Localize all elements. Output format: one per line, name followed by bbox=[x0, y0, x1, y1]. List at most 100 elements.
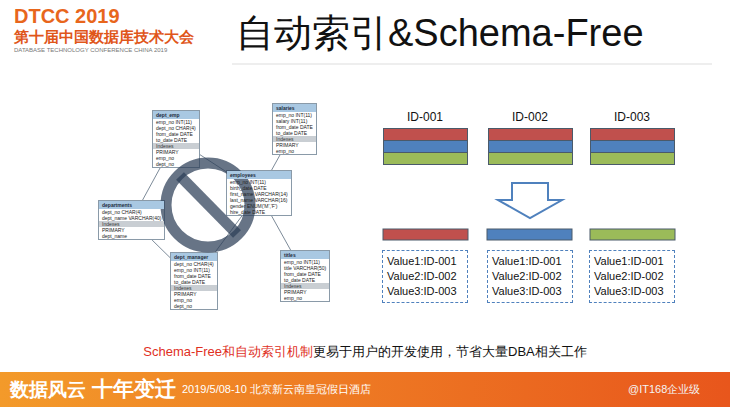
green-bar bbox=[590, 229, 675, 240]
index-heading: Indexes bbox=[273, 136, 316, 142]
table-field: PRIMARY bbox=[281, 289, 329, 295]
index-heading: Indexes bbox=[281, 283, 329, 289]
table-field: last_name VARCHAR(16) bbox=[227, 197, 291, 203]
table-field: first_name VARCHAR(14) bbox=[227, 191, 291, 197]
blue-bar bbox=[487, 229, 572, 240]
field-band bbox=[383, 153, 468, 165]
table-field: emp_no INT(11) bbox=[227, 179, 291, 185]
record-id: ID-002 bbox=[488, 110, 573, 125]
table-field: emp_no INT(11) bbox=[281, 259, 329, 265]
table-field: gender ENUM('M','F') bbox=[227, 203, 291, 209]
watermark: @IT168企业级 bbox=[628, 383, 700, 396]
table-field: dept_no bbox=[153, 161, 199, 167]
record-id: ID-001 bbox=[383, 110, 468, 125]
footer-slogan: 数据风云 bbox=[10, 378, 86, 401]
table-field: emp_no bbox=[281, 295, 329, 301]
index-heading: Indexes bbox=[171, 285, 217, 291]
index-entry: Value1:ID-001 bbox=[387, 254, 463, 269]
table-name: departments bbox=[99, 201, 164, 209]
table-field: emp_no bbox=[273, 148, 316, 154]
index-entry: Value1:ID-001 bbox=[594, 254, 670, 269]
index-heading: Indexes bbox=[153, 143, 199, 149]
table-name: dept_manager bbox=[171, 253, 217, 261]
er-table: departmentsdept_no CHAR(4)dept_name VARC… bbox=[98, 200, 165, 240]
table-field: emp_no INT(11) bbox=[273, 112, 316, 118]
table-field: birth_date DATE bbox=[227, 185, 291, 191]
er-table: titlesemp_no INT(11)title VARCHAR(50)fro… bbox=[280, 250, 330, 302]
table-field: from_date DATE bbox=[153, 131, 199, 137]
er-table: employeesemp_no INT(11)birth_date DATEfi… bbox=[226, 170, 292, 216]
conference-name: 第十届中国数据库技术大会 bbox=[14, 28, 194, 46]
table-field: dept_name bbox=[99, 233, 164, 239]
prohibition-ring bbox=[166, 163, 250, 247]
table-field: emp_no INT(11) bbox=[153, 119, 199, 125]
table-field: hire_date DATE bbox=[227, 209, 291, 215]
table-field: from_date DATE bbox=[273, 124, 316, 130]
relation-line bbox=[200, 155, 226, 172]
table-field: title VARCHAR(50) bbox=[281, 265, 329, 271]
table-field: dept_no CHAR(4) bbox=[153, 125, 199, 131]
relation-line bbox=[272, 216, 291, 250]
index-entry: Value3:ID-003 bbox=[594, 284, 670, 299]
er-table: dept_managerdept_no CHAR(4)emp_no INT(11… bbox=[170, 252, 218, 310]
caption-text: 更易于用户的开发使用，节省大量DBA相关工作 bbox=[313, 344, 587, 359]
block-arrow bbox=[498, 183, 562, 218]
field-band bbox=[383, 128, 468, 141]
index-entry: Value3:ID-003 bbox=[387, 284, 463, 299]
red-bar bbox=[383, 229, 468, 240]
table-field: emp_no bbox=[153, 155, 199, 161]
er-table: salariesemp_no INT(11)salary INT(11)from… bbox=[272, 103, 317, 155]
table-field: dept_no bbox=[171, 303, 217, 309]
record-id: ID-003 bbox=[590, 110, 675, 125]
field-band bbox=[488, 141, 573, 153]
field-band bbox=[590, 153, 675, 165]
table-field: from_date DATE bbox=[171, 273, 217, 279]
index-box: Value1:ID-001Value2:ID-002Value3:ID-003 bbox=[589, 250, 675, 303]
table-name: salaries bbox=[273, 104, 316, 112]
table-field: dept_no CHAR(4) bbox=[171, 261, 217, 267]
caption-highlight: Schema-Free和自动索引机制 bbox=[143, 344, 313, 359]
table-field: PRIMARY bbox=[153, 149, 199, 155]
field-band bbox=[383, 141, 468, 153]
relation-line bbox=[215, 216, 242, 252]
table-field: PRIMARY bbox=[99, 227, 164, 233]
field-band bbox=[488, 153, 573, 165]
table-field: salary INT(11) bbox=[273, 118, 316, 124]
caption-line: Schema-Free和自动索引机制更易于用户的开发使用，节省大量DBA相关工作 bbox=[0, 344, 730, 360]
footer-slogan: 十年变迁 bbox=[92, 376, 176, 401]
index-box: Value1:ID-001Value2:ID-002Value3:ID-003 bbox=[382, 250, 468, 303]
relation-line bbox=[143, 168, 160, 200]
title-rule bbox=[232, 64, 712, 65]
table-field: from_date DATE bbox=[281, 271, 329, 277]
record-stack: ID-002 bbox=[488, 110, 573, 165]
relation-line bbox=[272, 155, 280, 170]
table-name: dept_emp bbox=[153, 111, 199, 119]
field-band bbox=[590, 128, 675, 141]
relation-line bbox=[152, 240, 170, 258]
index-heading: Indexes bbox=[99, 221, 164, 227]
logo-text: DTCC 2019 bbox=[14, 4, 120, 28]
record-stack: ID-003 bbox=[590, 110, 675, 165]
conference-english: DATABASE TECHNOLOGY CONFERENCE CHINA 201… bbox=[14, 47, 167, 54]
index-entry: Value1:ID-001 bbox=[492, 254, 568, 269]
field-band bbox=[590, 141, 675, 153]
event-date-venue: 2019/5/08-10 北京新云南皇冠假日酒店 bbox=[182, 383, 371, 396]
slide-title: 自动索引&Schema-Free bbox=[236, 10, 644, 56]
field-band bbox=[488, 128, 573, 141]
table-field: dept_no CHAR(4) bbox=[99, 209, 164, 215]
index-box: Value1:ID-001Value2:ID-002Value3:ID-003 bbox=[487, 250, 573, 303]
table-field: PRIMARY bbox=[171, 291, 217, 297]
index-entry: Value3:ID-003 bbox=[492, 284, 568, 299]
index-entry: Value2:ID-002 bbox=[594, 269, 670, 284]
er-table: dept_empemp_no INT(11)dept_no CHAR(4)fro… bbox=[152, 110, 200, 168]
footer-band bbox=[0, 372, 730, 407]
table-field: emp_no INT(11) bbox=[171, 267, 217, 273]
prohibition-slash bbox=[180, 176, 237, 234]
table-name: employees bbox=[227, 171, 291, 179]
index-entry: Value2:ID-002 bbox=[387, 269, 463, 284]
table-field: PRIMARY bbox=[273, 142, 316, 148]
record-stack: ID-001 bbox=[383, 110, 468, 165]
table-field: emp_no bbox=[171, 297, 217, 303]
index-entry: Value2:ID-002 bbox=[492, 269, 568, 284]
table-name: titles bbox=[281, 251, 329, 259]
